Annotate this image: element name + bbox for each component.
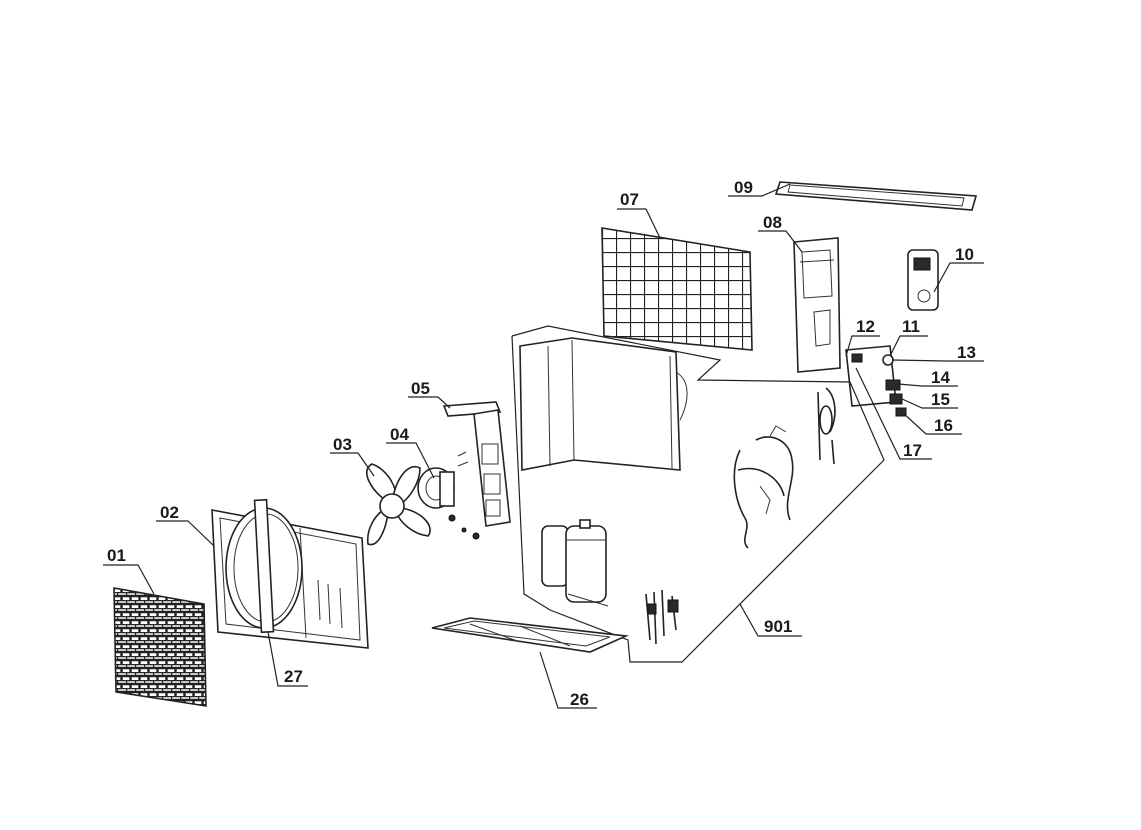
part-10-cover-plate: [907, 249, 939, 311]
label-05: 05: [411, 379, 430, 398]
label-15: 15: [931, 390, 950, 409]
four-way-valve: [817, 387, 836, 465]
assembly-901-outline: [511, 325, 885, 663]
part-26-base-pan: [431, 617, 630, 653]
label-02: 02: [160, 503, 179, 522]
electrical-box-assembly: [845, 345, 907, 417]
label-01: 01: [107, 546, 126, 565]
compressor: [541, 519, 609, 607]
label-09: 09: [734, 178, 753, 197]
part-02-front-panel: [211, 498, 369, 649]
label-17: 17: [903, 441, 922, 460]
label-07: 07: [620, 190, 639, 209]
part-04-fan-motor: [417, 451, 480, 540]
part-07-condenser-grille: [601, 227, 753, 351]
label-26: 26: [570, 690, 589, 709]
label-16: 16: [934, 416, 953, 435]
label-13: 13: [957, 343, 976, 362]
callout-labels: 01 02 03 04 05 07 08 09 10 11 12 13 14 1…: [107, 178, 976, 709]
part-01-front-grille: [113, 587, 207, 707]
label-11: 11: [902, 317, 920, 336]
valve-assembly: [645, 589, 679, 645]
condenser-coil: [519, 337, 688, 471]
part-05-motor-bracket: [442, 401, 511, 527]
label-10: 10: [955, 245, 974, 264]
label-08: 08: [763, 213, 782, 232]
label-901: 901: [764, 617, 792, 636]
label-04: 04: [390, 425, 409, 444]
label-27: 27: [284, 667, 303, 686]
label-12: 12: [856, 317, 875, 336]
part-08-side-panel: [793, 237, 841, 373]
pipe-assembly: [733, 425, 794, 549]
part-03-fan-blade: [366, 463, 431, 546]
leader-lines: [103, 183, 984, 709]
part-09-top-cover: [774, 181, 978, 211]
label-03: 03: [333, 435, 352, 454]
label-14: 14: [931, 368, 950, 387]
